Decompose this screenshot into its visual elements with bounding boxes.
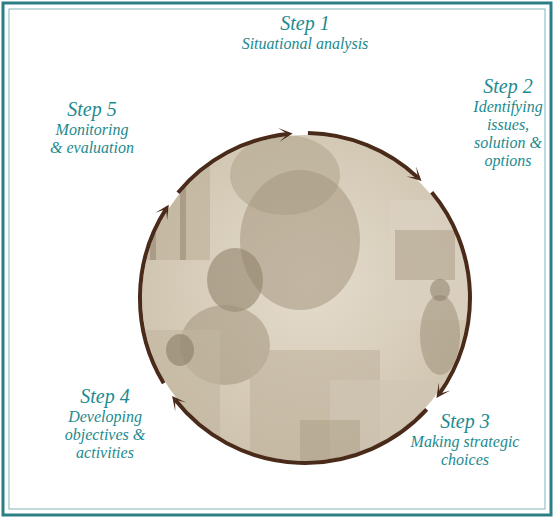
- cycle-arc: [140, 209, 166, 383]
- inner-frame: [9, 9, 545, 509]
- step-label: Step 5Monitoring & evaluation: [48, 98, 136, 157]
- cycle-arc: [178, 134, 288, 193]
- cycle-arc: [175, 400, 427, 463]
- arrow-head: [436, 382, 450, 398]
- cycle-arrow: [432, 192, 470, 398]
- step-description: Situational analysis: [200, 35, 410, 53]
- step-description: Making strategic choices: [390, 433, 540, 469]
- cycle-arrow: [172, 396, 427, 463]
- step-label: Step 1Situational analysis: [200, 12, 410, 53]
- step-number: Step 3: [390, 410, 540, 433]
- arrow-head: [407, 166, 422, 181]
- cycle-arc: [432, 192, 470, 393]
- step-number: Step 1: [200, 12, 410, 35]
- step-number: Step 5: [48, 98, 136, 121]
- outer-frame: [3, 3, 551, 515]
- arrow-head: [172, 396, 186, 411]
- photo-collage: [130, 120, 490, 480]
- arrow-head: [155, 205, 168, 221]
- step-description: Developing objectives & activities: [50, 408, 160, 462]
- cycle-arrow: [140, 205, 169, 384]
- step-description: Identifying issues, solution & options: [464, 98, 552, 170]
- cycle-arrow: [308, 133, 422, 181]
- step-number: Step 4: [50, 385, 160, 408]
- step-description: Monitoring & evaluation: [48, 121, 136, 157]
- step-label: Step 2Identifying issues, solution & opt…: [464, 75, 552, 170]
- step-number: Step 2: [464, 75, 552, 98]
- cycle-arc: [308, 133, 418, 178]
- cycle-arrow: [178, 128, 293, 193]
- step-label: Step 4Developing objectives & activities: [50, 385, 160, 462]
- arrow-head: [278, 128, 293, 142]
- step-label: Step 3Making strategic choices: [390, 410, 540, 469]
